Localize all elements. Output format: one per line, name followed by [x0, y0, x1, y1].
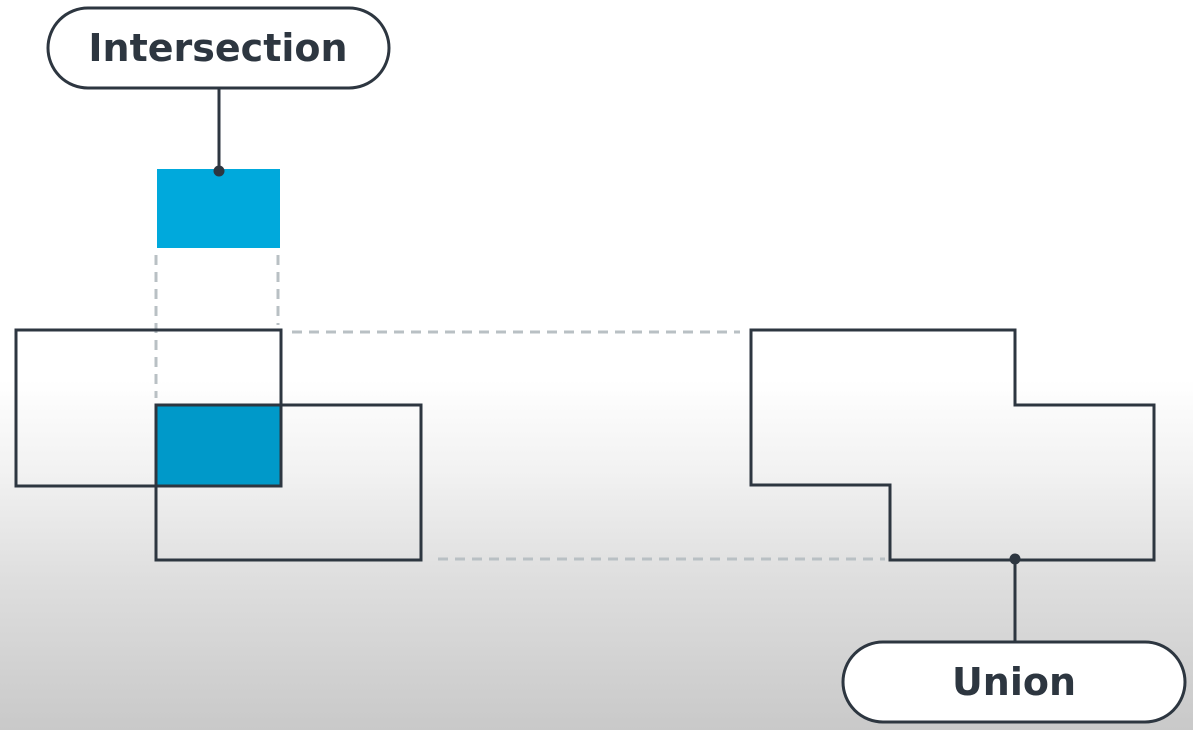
- overlap-region: [154, 403, 283, 488]
- intersection-area: [157, 169, 280, 248]
- box-b: [154, 403, 423, 562]
- intersection-label-text: Intersection: [88, 26, 347, 70]
- union-shape: [749, 328, 1156, 562]
- union-connector-dot: [1009, 553, 1021, 565]
- intersection-pill: [46, 6, 391, 90]
- intersection-label: Intersection: [46, 6, 391, 90]
- intersection-connector-dot: [213, 165, 225, 177]
- dashed-guides: [154, 255, 885, 561]
- union-label-text: Union: [952, 660, 1076, 704]
- union-pill: [841, 640, 1187, 724]
- union-label: Union: [841, 640, 1187, 724]
